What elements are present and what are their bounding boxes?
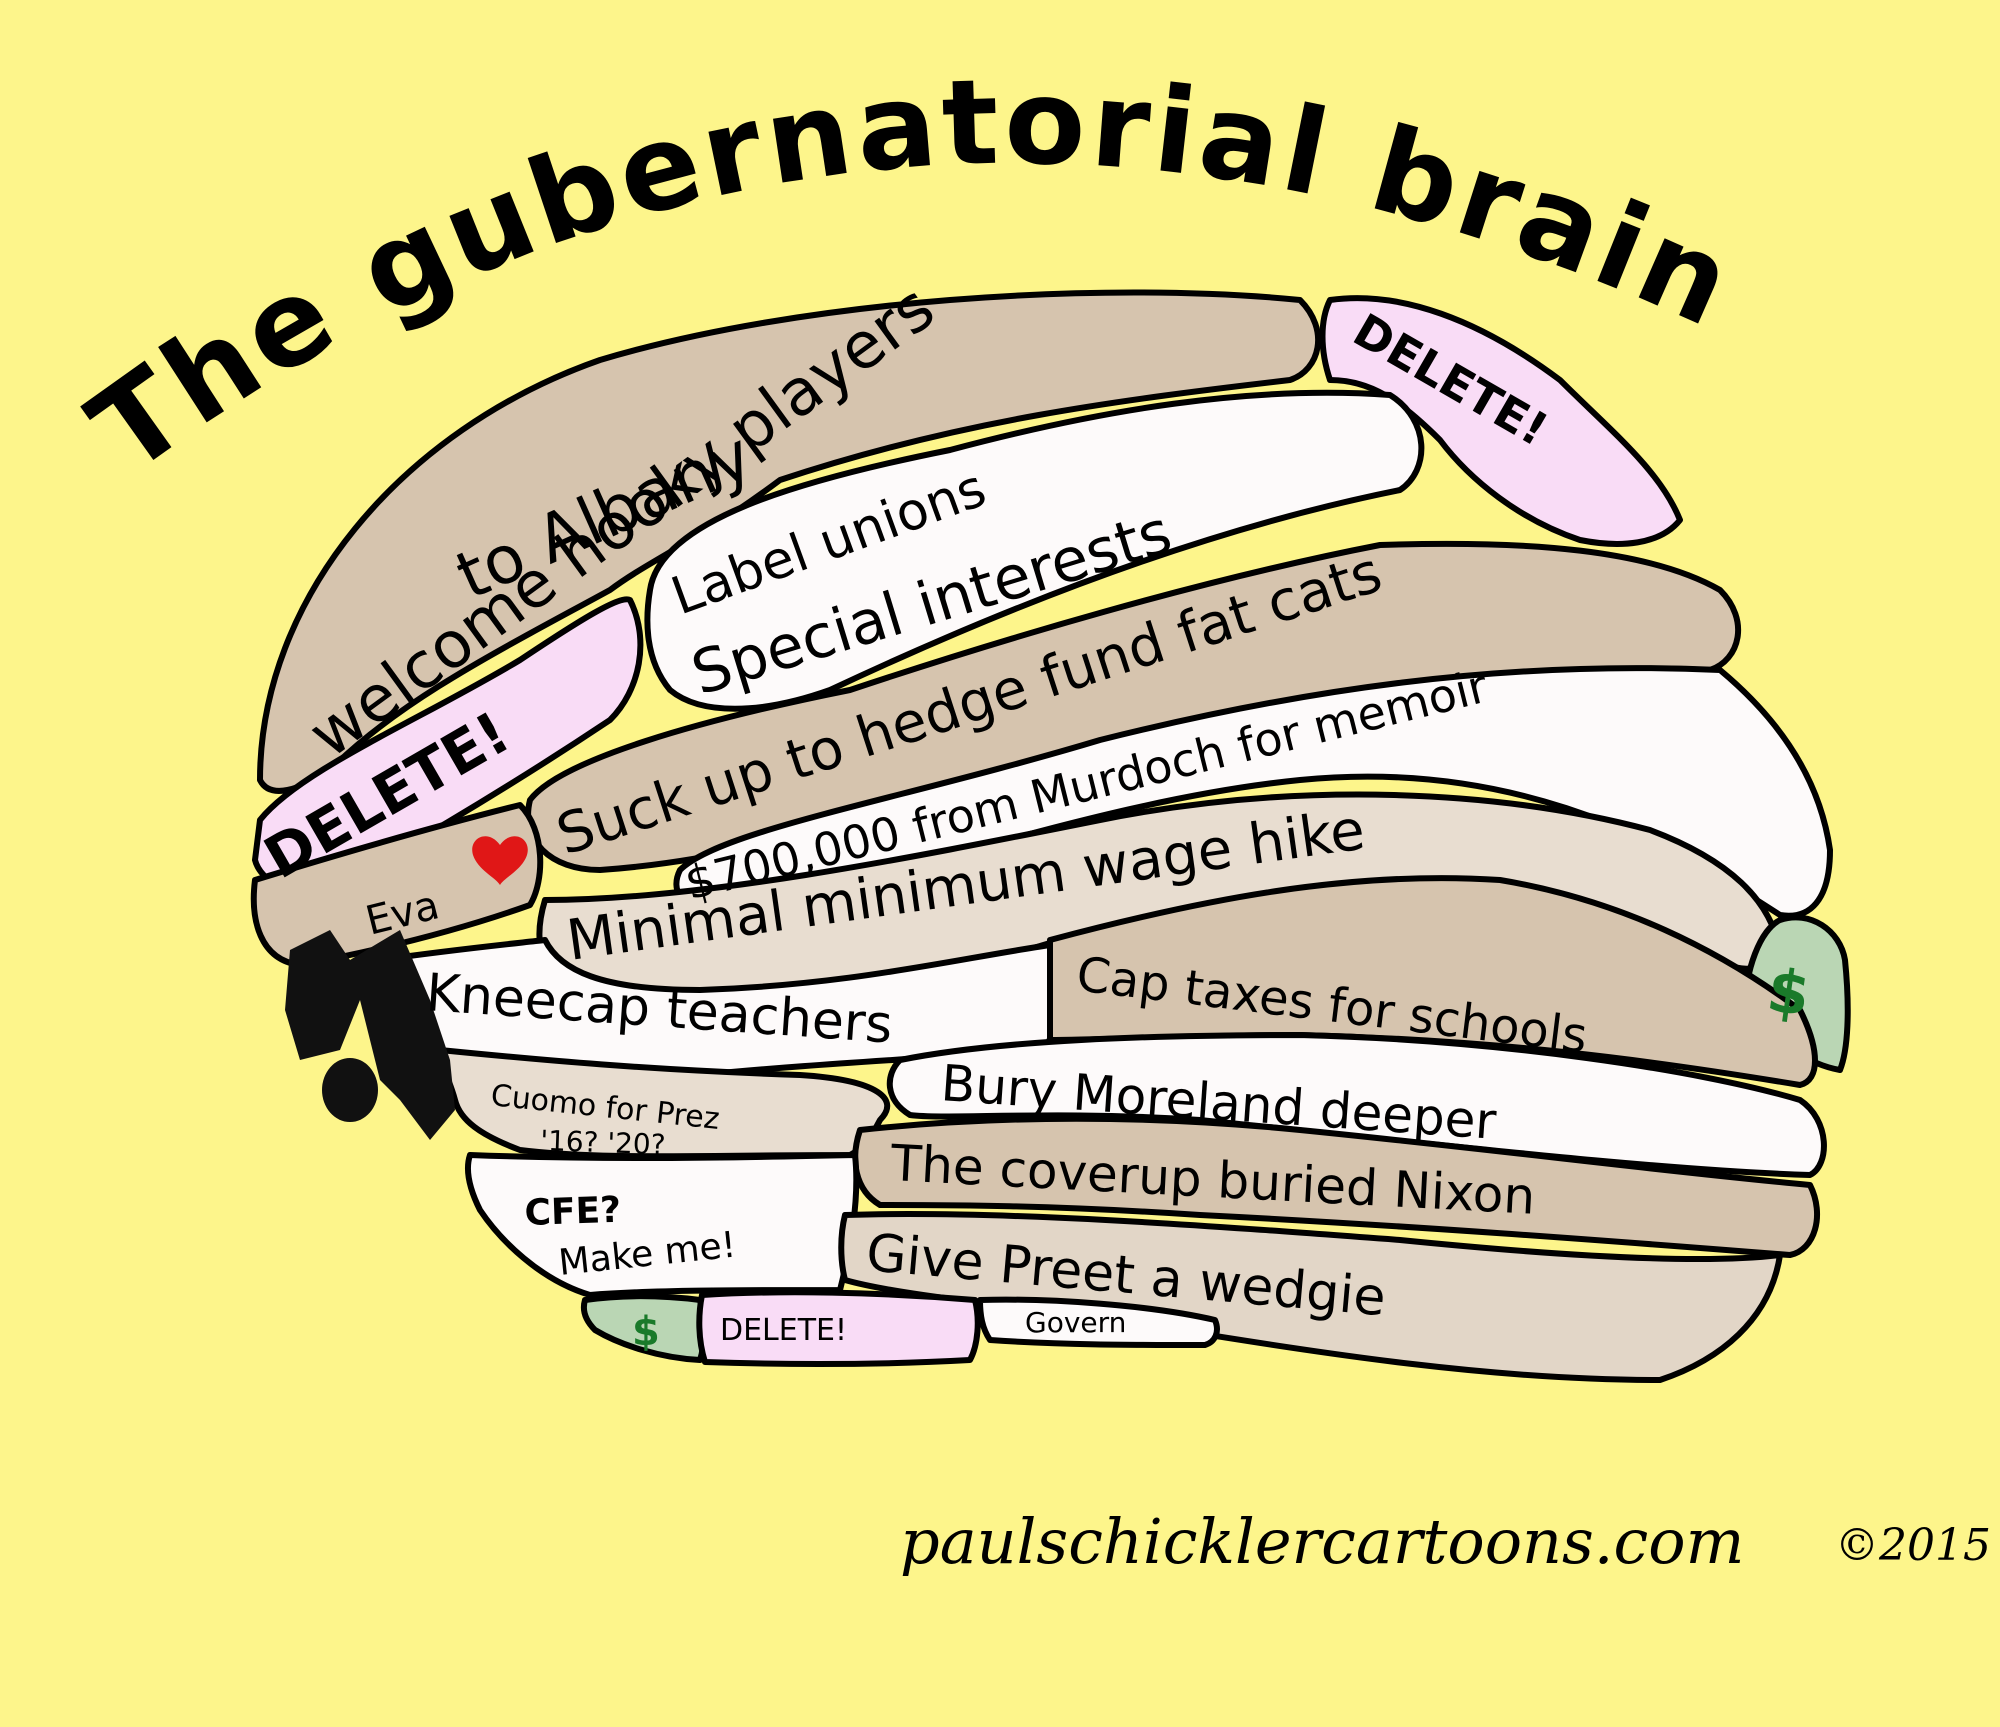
- label-govern: Govern: [1025, 1306, 1126, 1339]
- lobe-moreland: [886, 1032, 1827, 1178]
- lobe-delete-bottom: [696, 1289, 981, 1368]
- heart-icon: [472, 836, 528, 885]
- label-cfe-1: CFE?: [524, 1190, 622, 1234]
- site-credit: paulschicklercartoons.com: [900, 1505, 1745, 1578]
- brain: [250, 289, 1851, 1383]
- label-delete-bottom: DELETE!: [720, 1313, 847, 1348]
- brain-stem: [285, 930, 455, 1140]
- lobe-govern: [977, 1296, 1220, 1348]
- lobe-nixon: [852, 1115, 1821, 1258]
- lobe-hooky: [257, 289, 1321, 794]
- brain-stem-blob: [322, 1058, 378, 1122]
- copyright-notice: ©2015: [1835, 1520, 1991, 1571]
- lobe-dollar-bottom: [580, 1293, 707, 1363]
- lobe-unions: [644, 389, 1425, 712]
- label-cuomo-2: '16? '20?: [540, 1124, 666, 1161]
- lobe-delete-top: [1319, 295, 1683, 547]
- label-dollar-right: $: [1763, 956, 1814, 1031]
- lobe-eva: [250, 802, 544, 968]
- label-dollar-bottom: $: [632, 1309, 660, 1355]
